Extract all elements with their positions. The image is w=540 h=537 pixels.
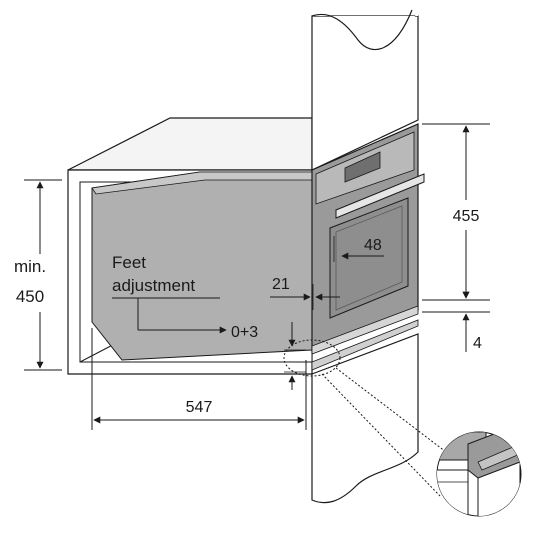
dimension-21: 21 (270, 276, 340, 310)
dim-4-label: 4 (473, 335, 482, 352)
dim-455-label: 455 (453, 208, 480, 225)
detail-marker-ellipse (283, 339, 341, 377)
min-value-label: 450 (16, 287, 44, 306)
detail-callout (283, 339, 522, 517)
feet-label: Feet (112, 253, 146, 272)
dim-547-label: 547 (186, 399, 213, 416)
furniture-panel (311, 9, 419, 504)
feet-adjustment-callout: Feet adjustment 0+3 (112, 253, 258, 341)
oven-bottom-trim (311, 305, 419, 355)
dimension-48: 48 (333, 236, 384, 262)
oven-front (311, 123, 425, 371)
display-window (344, 151, 381, 183)
door-glass-inner (335, 205, 403, 311)
dim-48-label: 48 (364, 237, 382, 254)
dimension-547: 547 (91, 328, 307, 430)
min-label: min. (14, 257, 46, 276)
dimension-455: 455 (422, 123, 490, 301)
dimension-min-450: min. 450 (6, 179, 62, 371)
dimension-4: 4 (422, 286, 490, 352)
feet-range-label: 0+3 (231, 324, 258, 341)
panel-wave-cut (312, 10, 418, 52)
adjustment-label: adjustment (112, 276, 195, 295)
oven-lower-strip (311, 319, 419, 371)
dim-21-label: 21 (272, 276, 290, 293)
cabinet-top (67, 117, 313, 171)
oven-handle (335, 173, 425, 219)
